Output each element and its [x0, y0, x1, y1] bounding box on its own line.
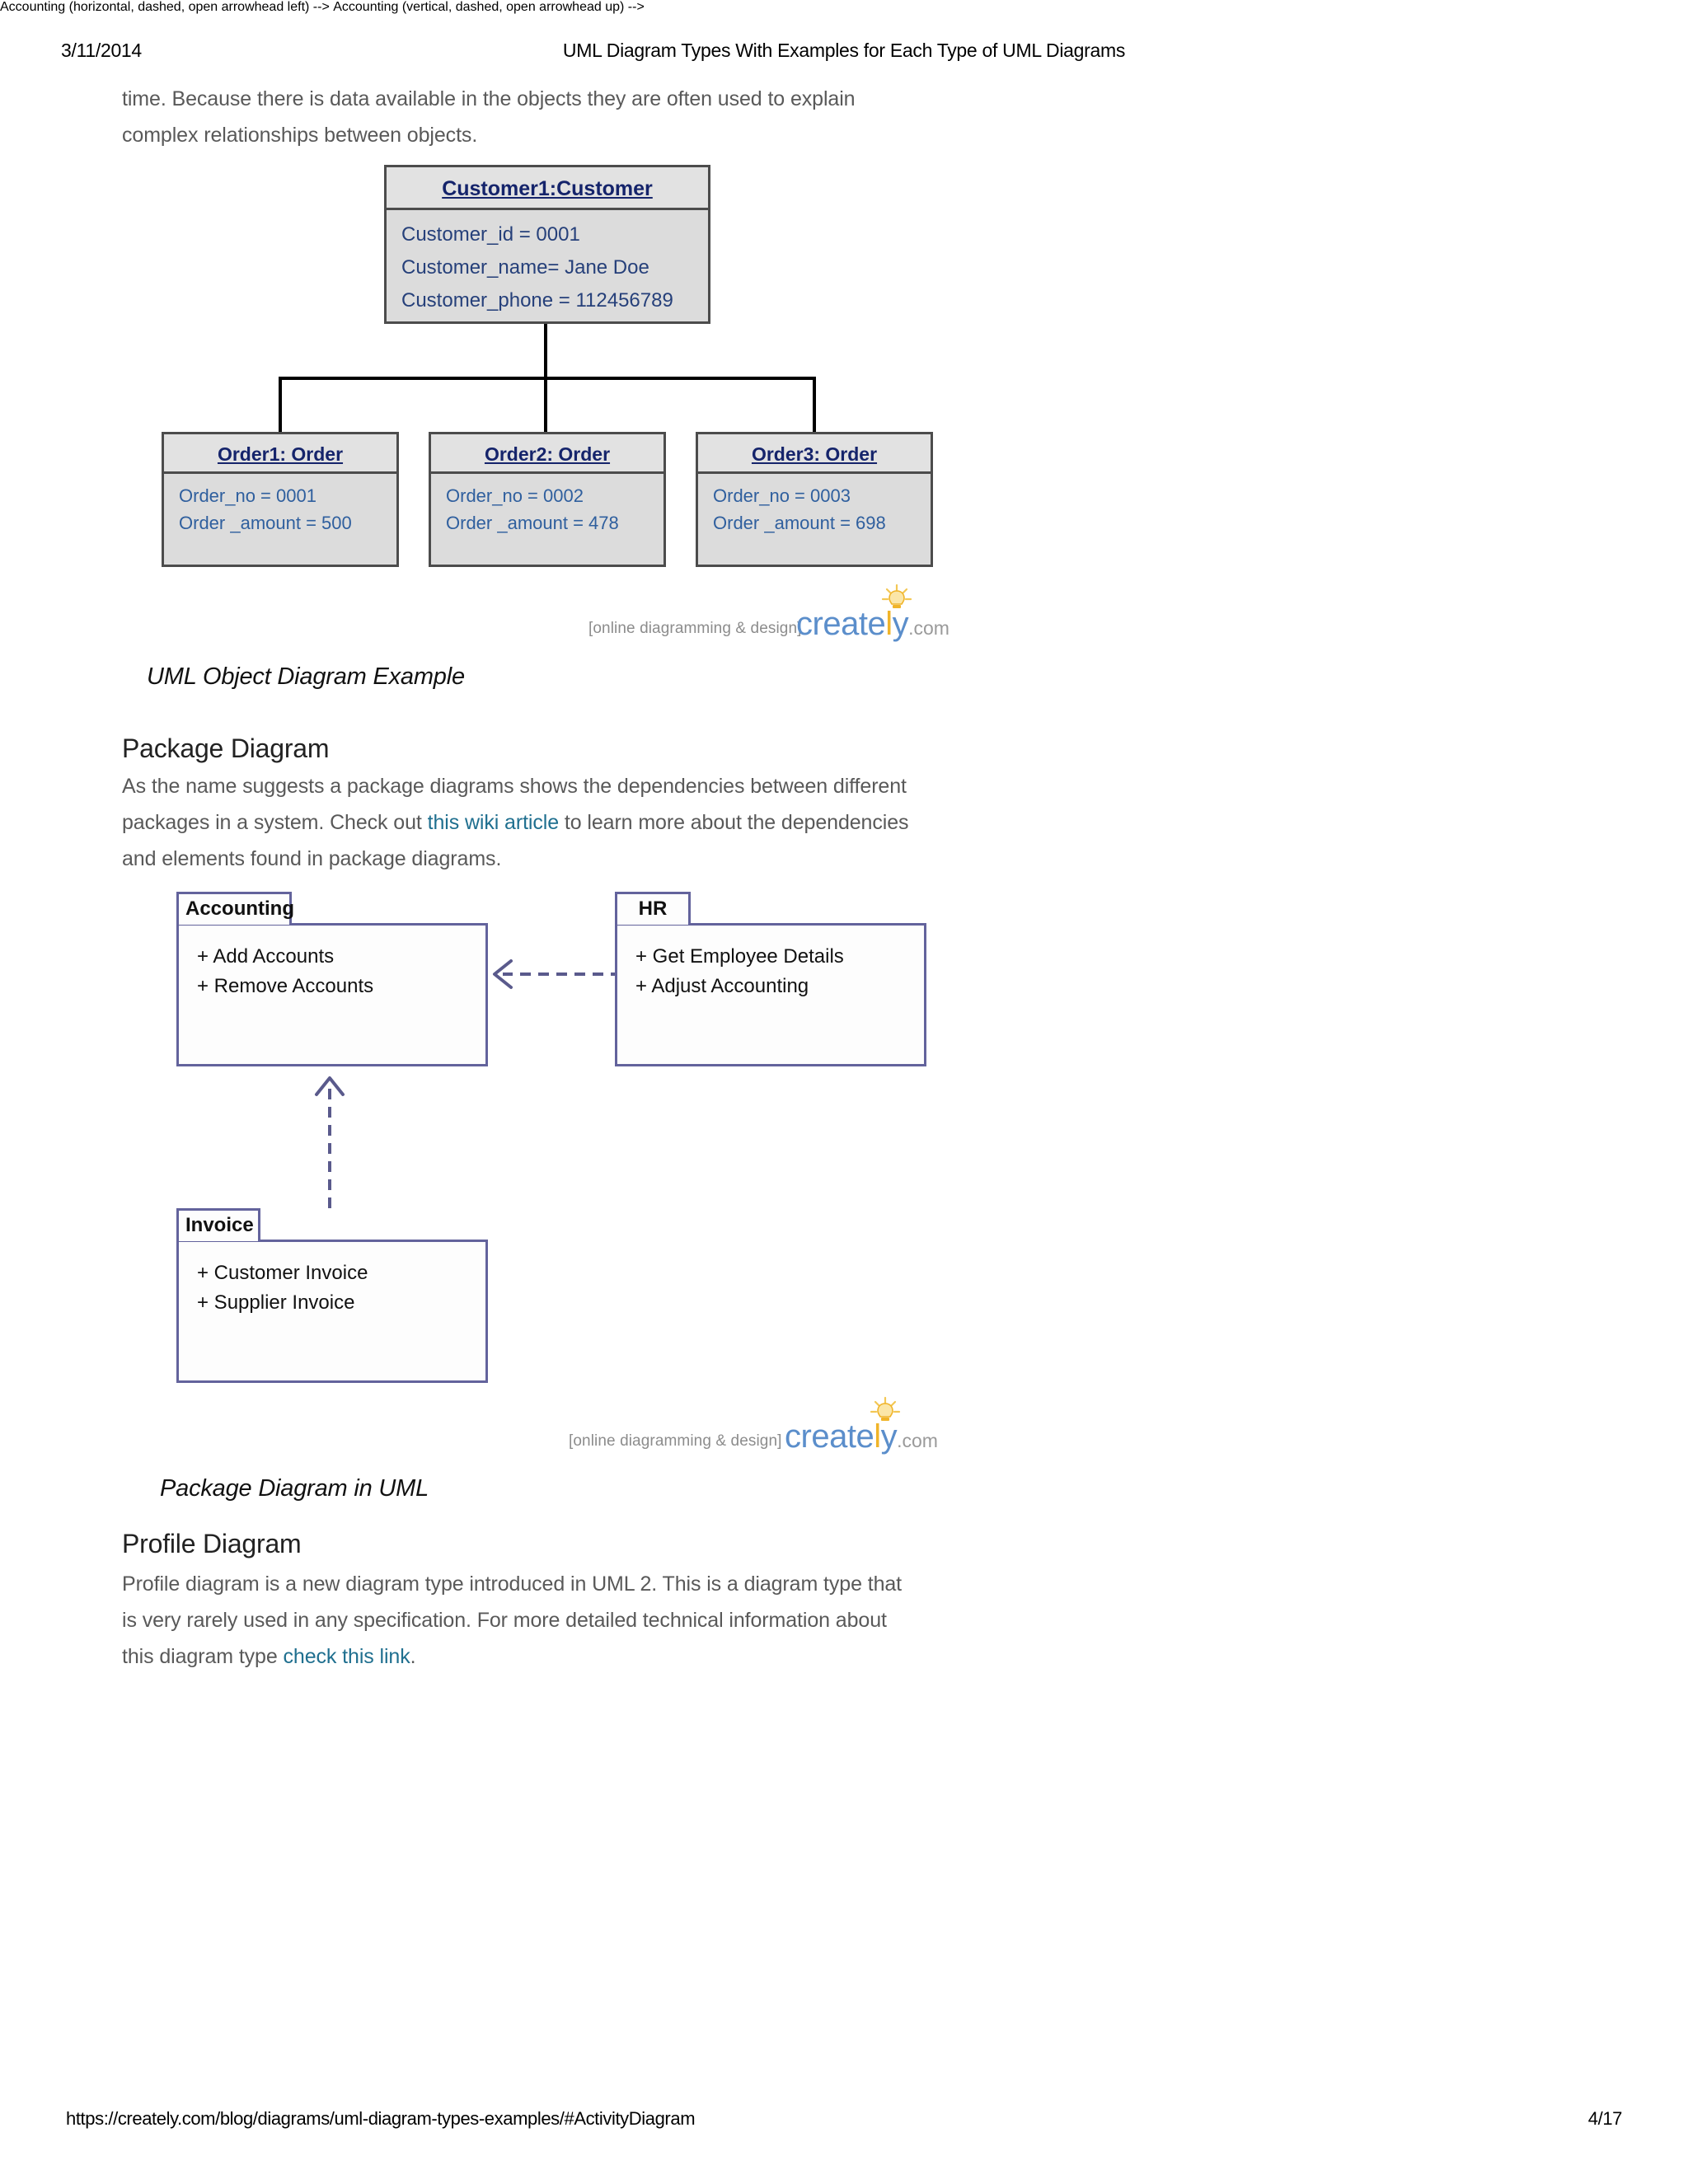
package-paragraph-line-2: packages in a system. Check out this wik… — [122, 804, 954, 841]
package-paragraph-line-1: As the name suggests a package diagrams … — [122, 775, 907, 798]
package-item: + Customer Invoice — [197, 1262, 368, 1284]
lightbulb-icon — [869, 1396, 902, 1424]
dependency-arrow-invoice-to-accounting — [315, 1076, 345, 1208]
creately-watermark: [online diagramming & design] creately.c… — [588, 583, 959, 643]
object-box-order1: Order1: Order Order_no = 0001 Order _amo… — [162, 432, 399, 567]
connector-drop-left — [279, 377, 282, 434]
footer-page-number: 4/17 — [1587, 2108, 1623, 2129]
package-body: + Get Employee Details + Adjust Accounti… — [615, 923, 926, 1066]
creately-logo: creately.com — [785, 1418, 938, 1455]
package-tab-label: Invoice — [176, 1208, 260, 1241]
object-attribute: Order_no = 0001 — [179, 485, 316, 506]
heading-profile-diagram: Profile Diagram — [122, 1529, 302, 1558]
object-attribute: Order _amount = 500 — [179, 513, 352, 533]
package-paragraph-line-3: and elements found in package diagrams. — [122, 847, 502, 870]
object-box-order2: Order2: Order Order_no = 0002 Order _amo… — [429, 432, 666, 567]
package-item: + Remove Accounts — [197, 975, 374, 997]
footer-url: https://creately.com/blog/diagrams/uml-d… — [66, 2108, 696, 2129]
creately-logo-part3: y — [880, 1418, 898, 1455]
package-hr: HR + Get Employee Details + Adjust Accou… — [615, 892, 926, 1066]
creately-logo-domain: .com — [908, 617, 950, 639]
package-accounting: Accounting + Add Accounts + Remove Accou… — [176, 892, 488, 1066]
object-attribute: Order_no = 0002 — [446, 485, 584, 506]
package-items: + Get Employee Details + Adjust Accounti… — [617, 926, 924, 1001]
profile-paragraph-line-3: this diagram type check this link. — [122, 1638, 954, 1675]
package-tab-label: HR — [615, 892, 691, 925]
object-attribute: Order_no = 0003 — [713, 485, 851, 506]
profile-paragraph-line-3a: this diagram type — [122, 1645, 284, 1668]
object-diagram-caption: UML Object Diagram Example — [147, 663, 465, 690]
creately-logo-part3: y — [892, 606, 909, 642]
object-box-order3: Order3: Order Order_no = 0003 Order _amo… — [696, 432, 933, 567]
check-this-link[interactable]: check this link — [283, 1645, 410, 1668]
wiki-article-link[interactable]: this wiki article — [427, 811, 560, 834]
package-diagram-caption: Package Diagram in UML — [160, 1475, 429, 1502]
creately-logo-domain: .com — [897, 1430, 938, 1451]
page-header: 3/11/2014 UML Diagram Types With Example… — [61, 40, 1627, 66]
heading-package-diagram: Package Diagram — [122, 733, 330, 763]
package-tab-label: Accounting — [176, 892, 294, 925]
creately-tagline: [online diagramming & design] — [569, 1432, 782, 1450]
object-attribute: Customer_id = 0001 — [401, 223, 580, 246]
object-attribute: Order _amount = 698 — [713, 513, 886, 533]
creately-logo-part1: creat — [796, 606, 868, 642]
creately-logo: creately.com — [796, 606, 950, 643]
lightbulb-icon — [880, 583, 913, 612]
header-title: UML Diagram Types With Examples for Each… — [562, 40, 1126, 61]
profile-paragraph: Profile diagram is a new diagram type in… — [122, 1566, 954, 1675]
package-paragraph-line-2b: to learn more about the dependencies — [559, 811, 909, 834]
object-box-title: Order1: Order — [164, 434, 396, 474]
creately-tagline: [online diagramming & design] — [588, 620, 802, 637]
package-item: + Add Accounts — [197, 945, 335, 968]
intro-paragraph: time. Because there is data available in… — [122, 81, 946, 153]
dependency-arrow-hr-to-accounting — [493, 959, 621, 989]
creately-watermark: [online diagramming & design] creately.c… — [569, 1396, 948, 1455]
connector-drop-right — [813, 377, 816, 434]
header-date: 3/11/2014 — [61, 40, 142, 61]
object-box-title: Order2: Order — [431, 434, 663, 474]
profile-paragraph-line-1: Profile diagram is a new diagram type in… — [122, 1572, 903, 1596]
creately-logo-part2: e — [856, 1418, 874, 1455]
uml-object-diagram: Customer1:Customer Customer_id = 0001 Cu… — [0, 0, 1688, 690]
package-body: + Add Accounts + Remove Accounts — [176, 923, 488, 1066]
package-invoice: Invoice + Customer Invoice + Supplier In… — [176, 1208, 488, 1383]
creately-logo-l: l — [874, 1418, 881, 1455]
object-attribute: Customer_name= Jane Doe — [401, 256, 649, 279]
object-box-customer1: Customer1:Customer Customer_id = 0001 Cu… — [384, 165, 710, 324]
page-footer: https://creately.com/blog/diagrams/uml-d… — [66, 2108, 1622, 2133]
creately-logo-part1: creat — [785, 1418, 856, 1455]
package-item: + Adjust Accounting — [635, 975, 809, 997]
profile-paragraph-line-2: is very rarely used in any specification… — [122, 1609, 887, 1632]
package-paragraph: As the name suggests a package diagrams … — [122, 768, 954, 877]
intro-line-1: time. Because there is data available in… — [122, 87, 856, 110]
package-body: + Customer Invoice + Supplier Invoice — [176, 1240, 488, 1383]
package-items: + Add Accounts + Remove Accounts — [179, 926, 485, 1001]
package-item: + Get Employee Details — [635, 945, 844, 968]
connector-bus — [279, 377, 816, 380]
uml-package-diagram: Accounting + Add Accounts + Remove Accou… — [0, 0, 948, 1455]
object-box-attributes: Order_no = 0001 Order _amount = 500 — [164, 474, 396, 537]
creately-logo-part2: e — [867, 606, 886, 642]
creately-logo-l: l — [885, 606, 893, 642]
intro-line-2: complex relationships between objects. — [122, 124, 478, 147]
object-box-title: Customer1:Customer — [387, 167, 708, 210]
package-paragraph-line-2a: packages in a system. Check out — [122, 811, 428, 834]
object-box-attributes: Customer_id = 0001 Customer_name= Jane D… — [387, 210, 708, 317]
package-item: + Supplier Invoice — [197, 1291, 355, 1314]
object-box-title: Order3: Order — [698, 434, 931, 474]
package-items: + Customer Invoice + Supplier Invoice — [179, 1242, 485, 1318]
object-box-attributes: Order_no = 0003 Order _amount = 698 — [698, 474, 931, 537]
object-box-attributes: Order_no = 0002 Order _amount = 478 — [431, 474, 663, 537]
object-attribute: Order _amount = 478 — [446, 513, 619, 533]
object-attribute: Customer_phone = 112456789 — [401, 289, 673, 312]
profile-paragraph-line-3b: . — [410, 1645, 416, 1668]
